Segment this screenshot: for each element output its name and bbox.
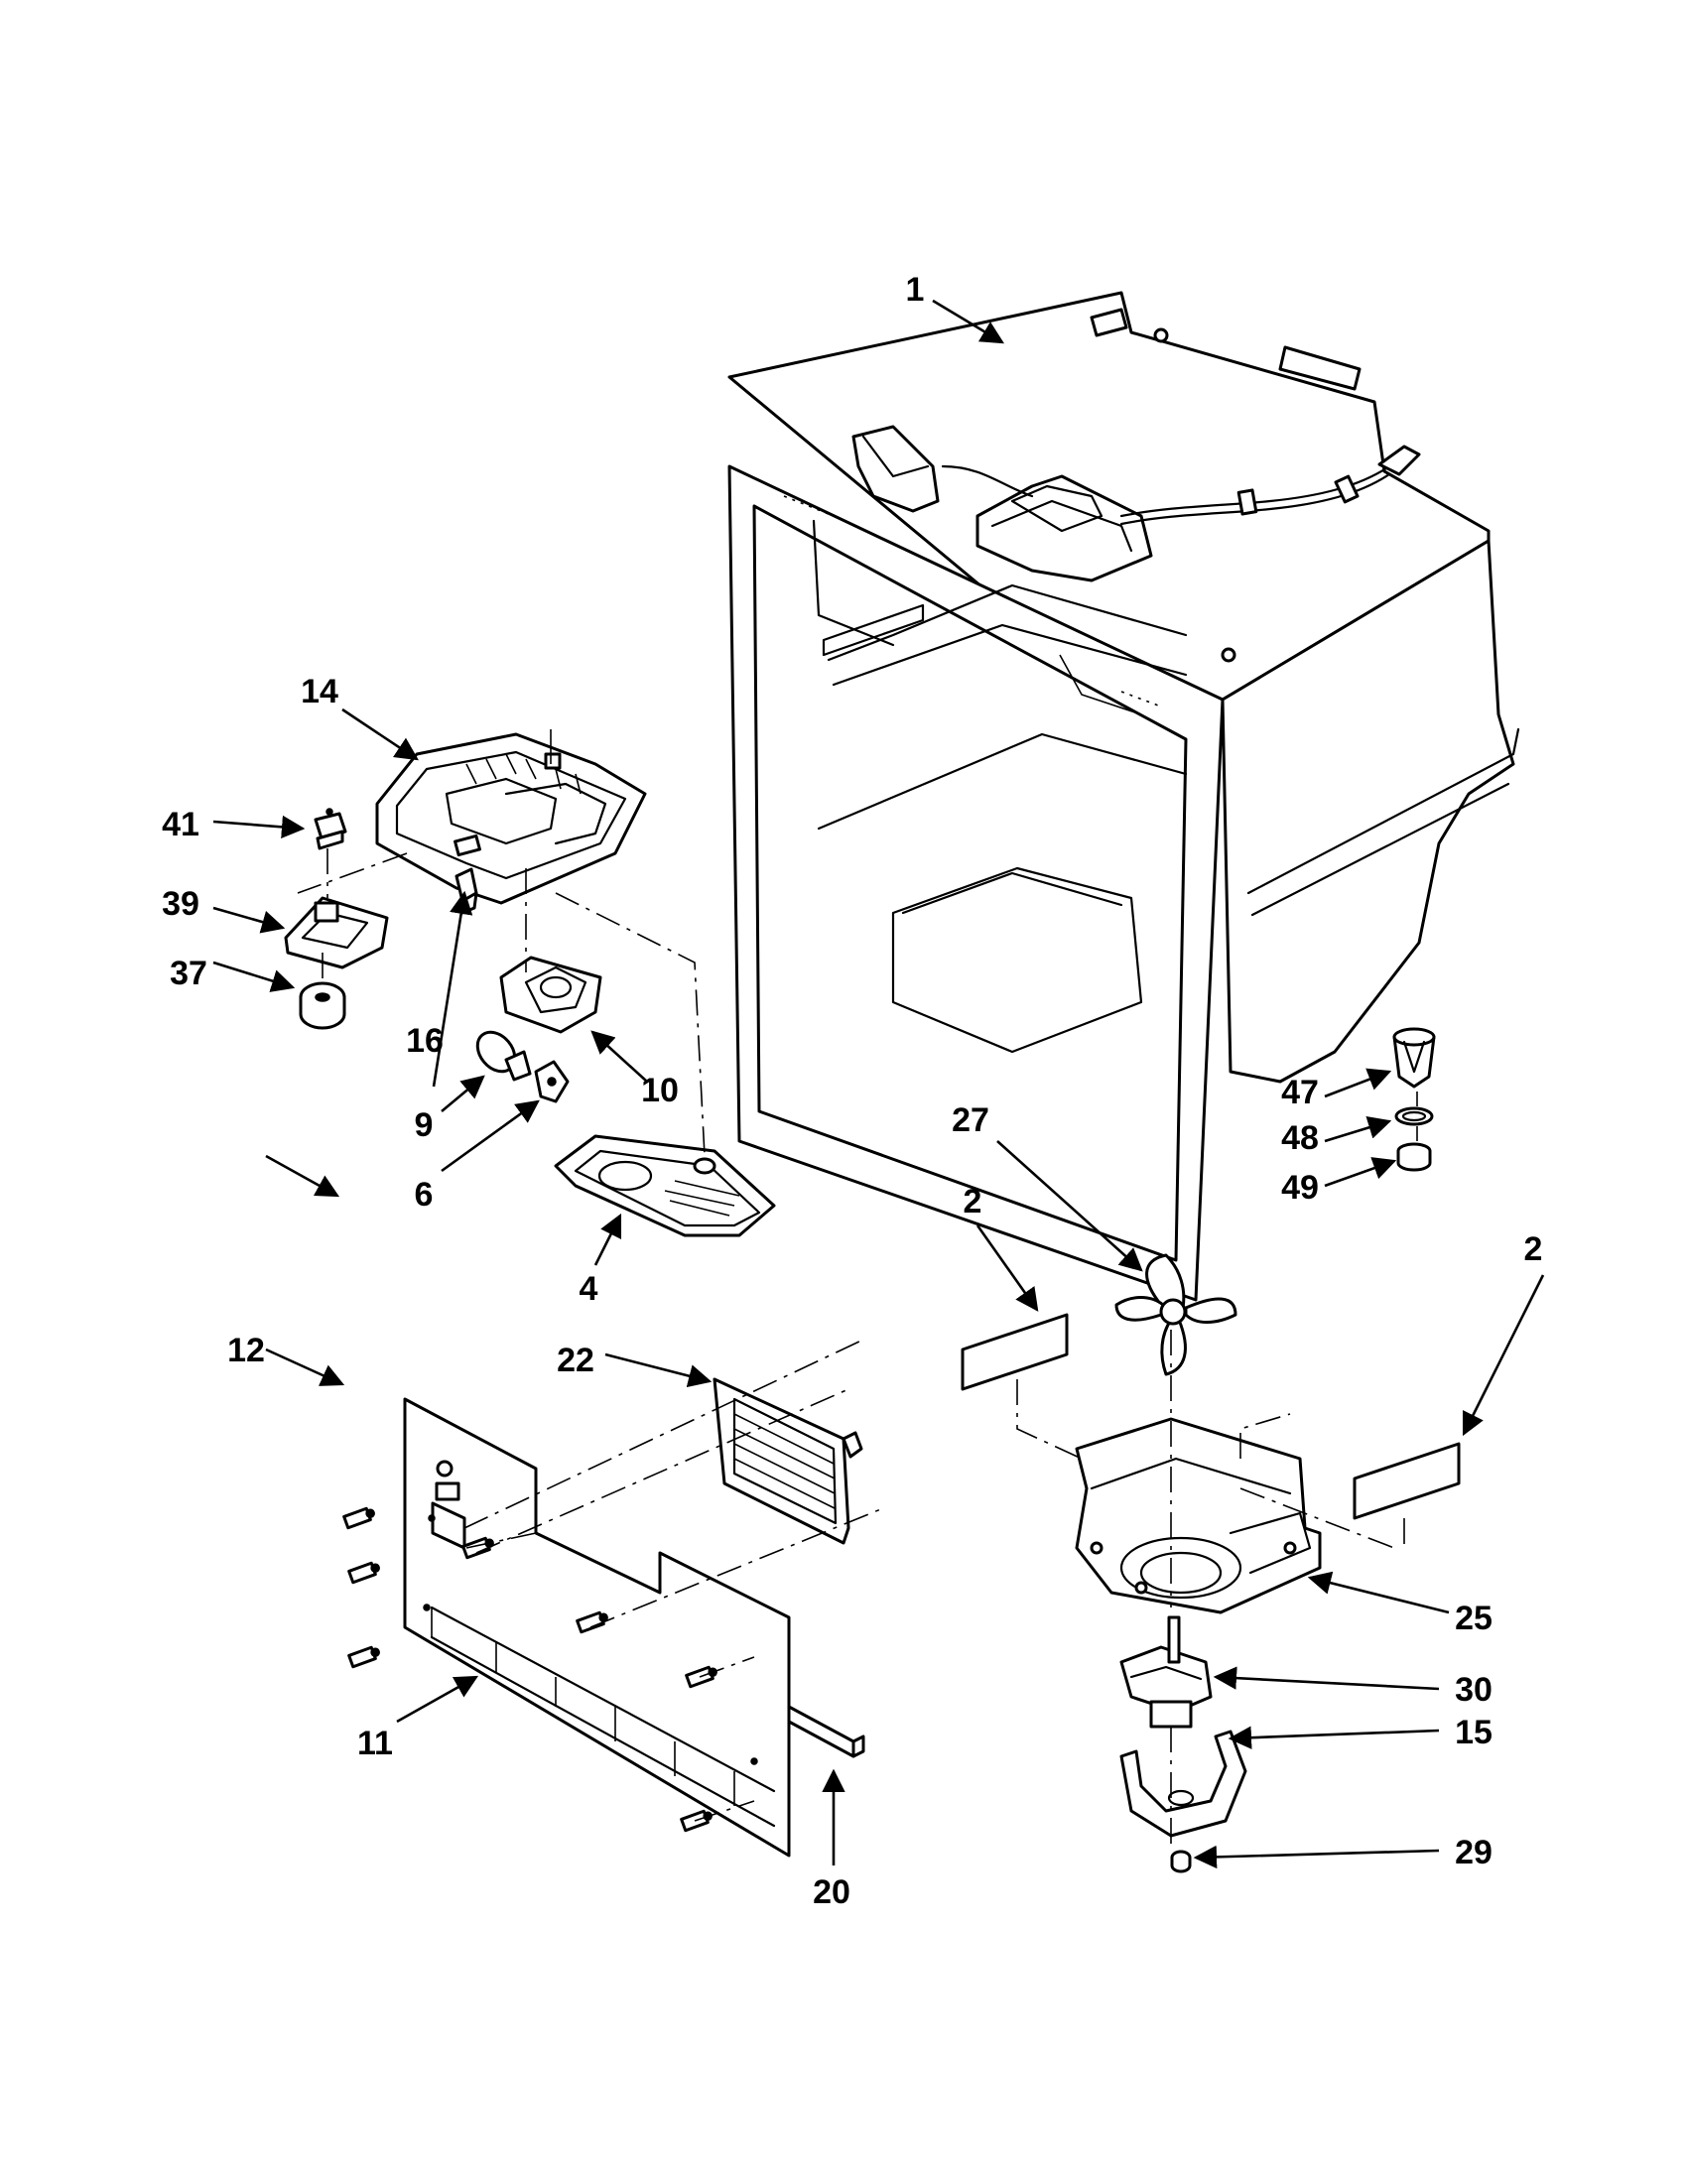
callout-9: 9 [415, 1106, 434, 1144]
callout-25: 25 [1455, 1600, 1493, 1637]
freezer-liner [727, 291, 1520, 1302]
lamp-housing [499, 956, 602, 1034]
knob [299, 981, 346, 1030]
control-housing [375, 729, 647, 905]
leveling-foot [1392, 1027, 1436, 1089]
motor-bracket [1119, 1730, 1247, 1838]
callout-30: 30 [1455, 1671, 1493, 1709]
insulation-pad-right [1353, 1442, 1461, 1520]
callout-12: 12 [227, 1332, 265, 1369]
callout-48: 48 [1281, 1119, 1319, 1157]
callout-39: 39 [162, 885, 199, 923]
vent-grille [713, 1377, 863, 1545]
assembly-lines [297, 848, 1418, 1846]
connector [454, 867, 478, 915]
callouts: 1 14 41 39 37 16 10 9 6 4 22 12 11 20 27… [162, 271, 1542, 1911]
grommet [1170, 1850, 1192, 1873]
screws [342, 1506, 717, 1833]
gasket-strip [787, 1705, 865, 1758]
callout-10: 10 [641, 1072, 679, 1109]
callout-11: 11 [357, 1725, 393, 1762]
o-ring [1394, 1106, 1434, 1126]
light-bulb [475, 1030, 532, 1082]
callout-2-left: 2 [964, 1183, 982, 1220]
callout-49: 49 [1281, 1169, 1319, 1207]
callout-1: 1 [906, 271, 925, 309]
leader-arrows [212, 299, 1545, 1869]
callout-16: 16 [406, 1022, 444, 1060]
callout-15: 15 [1455, 1714, 1493, 1751]
callout-20: 20 [813, 1873, 850, 1911]
callout-2-right: 2 [1524, 1230, 1543, 1268]
foot-cap [1396, 1142, 1432, 1172]
fan-blade [1114, 1253, 1237, 1376]
switch [314, 808, 347, 850]
callout-27: 27 [952, 1101, 989, 1139]
callout-22: 22 [557, 1342, 594, 1379]
bracket [284, 896, 389, 969]
callout-37: 37 [170, 955, 207, 992]
callout-29: 29 [1455, 1834, 1493, 1871]
callout-4: 4 [580, 1270, 598, 1308]
callout-41: 41 [162, 806, 199, 843]
insulation-pad-left [961, 1313, 1069, 1391]
fan-shroud [1075, 1417, 1322, 1614]
callout-47: 47 [1281, 1074, 1319, 1111]
lamp-cover [554, 1134, 776, 1237]
fan-motor [1119, 1615, 1213, 1729]
lamp-socket [534, 1060, 570, 1103]
callout-14: 14 [301, 673, 338, 710]
callout-6: 6 [415, 1176, 434, 1214]
